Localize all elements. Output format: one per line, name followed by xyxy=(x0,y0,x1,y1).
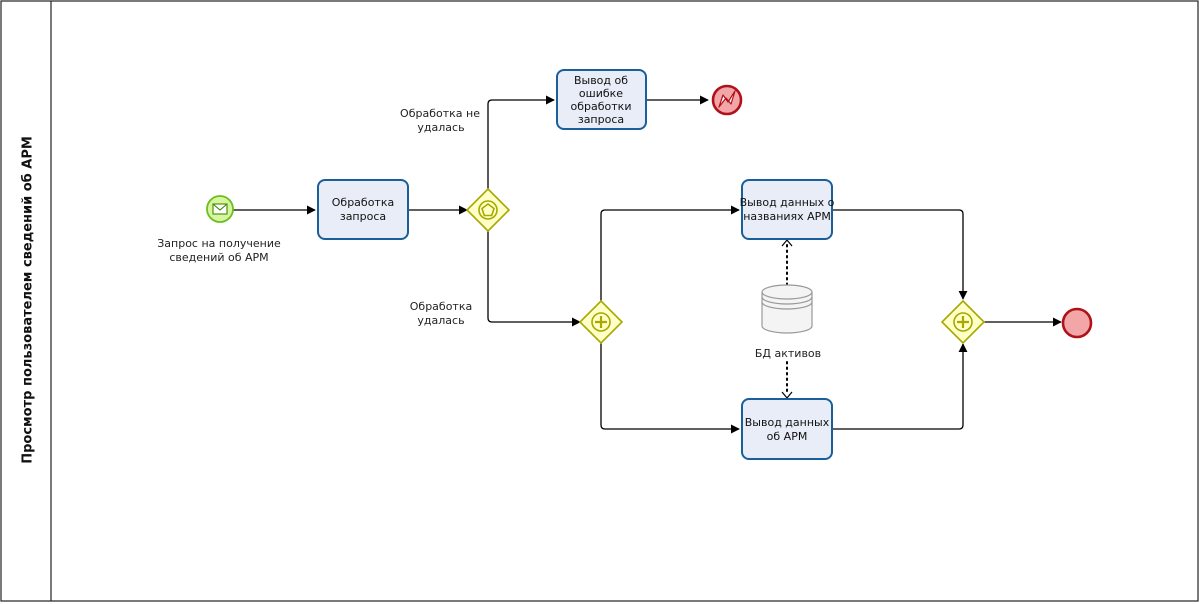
split-gateway-circle-icon xyxy=(591,312,611,332)
data-store-label: БД активов xyxy=(755,347,821,360)
event-gateway-circle-icon xyxy=(478,200,498,220)
flow-failed-label-line2: удалась xyxy=(417,121,464,134)
event-gateway[interactable] xyxy=(465,187,511,233)
plus-icon xyxy=(957,316,969,328)
flow-names-to-join[interactable] xyxy=(832,209,968,300)
parallel-join-gateway[interactable] xyxy=(940,299,986,345)
parallel-split-gateway[interactable] xyxy=(578,299,624,345)
lane-title: Просмотр пользователем сведений об АРМ xyxy=(21,136,36,464)
task-error-output-line1: Вывод об xyxy=(574,74,628,87)
flow-split-to-names[interactable] xyxy=(600,205,740,301)
start-event-label-line1: Запрос на получение xyxy=(157,237,281,250)
join-gateway-circle-icon xyxy=(953,312,973,332)
pentagon-icon xyxy=(481,203,495,217)
task-process-request[interactable]: Обработка запроса xyxy=(317,179,409,240)
plus-icon xyxy=(595,316,607,328)
task-process-request-line1: Обработка xyxy=(332,196,394,209)
start-event-label-line2: сведений об АРМ xyxy=(169,251,268,264)
end-event[interactable] xyxy=(1061,307,1093,339)
task-error-output-line3: обработки xyxy=(571,100,632,113)
envelope-icon xyxy=(212,203,228,215)
task-data-output[interactable]: Вывод данных об АРМ xyxy=(741,398,833,460)
flow-failed-label-line1: Обработка не xyxy=(400,107,480,120)
task-names-output[interactable]: Вывод данных о названиях АРМ xyxy=(740,179,835,240)
error-end-event[interactable] xyxy=(711,84,743,116)
task-error-output[interactable]: Вывод об ошибке обработки запроса xyxy=(556,69,647,130)
lightning-icon xyxy=(718,90,736,108)
flow-succeeded[interactable] xyxy=(487,231,581,327)
task-process-request-line2: запроса xyxy=(340,210,386,223)
flow-failed[interactable] xyxy=(487,95,555,189)
task-error-output-line4: запроса xyxy=(578,113,624,126)
flow-succeeded-label-line1: Обработка xyxy=(410,300,472,313)
flow-split-to-data[interactable] xyxy=(600,343,740,434)
task-names-output-line1: Вывод данных о xyxy=(740,196,835,209)
flow-succeeded-label-line2: удалась xyxy=(417,314,464,327)
data-store[interactable] xyxy=(761,284,813,334)
task-error-output-line2: ошибке xyxy=(579,87,623,100)
task-data-output-line1: Вывод данных xyxy=(745,416,830,429)
start-event[interactable] xyxy=(206,195,234,223)
task-data-output-line2: об АРМ xyxy=(767,430,808,443)
flow-data-to-join[interactable] xyxy=(832,343,968,430)
task-names-output-line2: названиях АРМ xyxy=(743,210,831,223)
